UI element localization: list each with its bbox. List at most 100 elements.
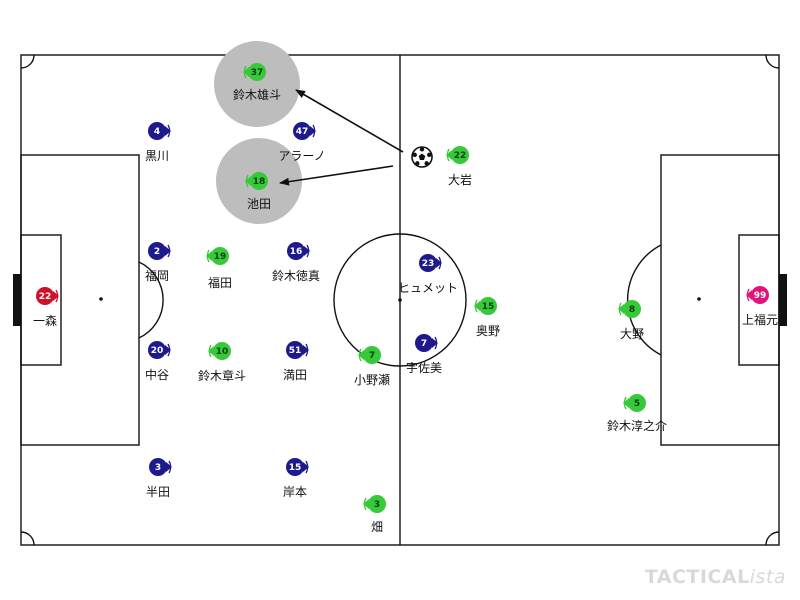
- facing-arrow: [165, 345, 171, 355]
- player-token-red: 22 一森: [33, 287, 59, 328]
- player-disc: [286, 341, 304, 359]
- player-disc: [250, 172, 268, 190]
- corner-arc-bottom-right: [765, 531, 780, 546]
- player-disc: [628, 394, 646, 412]
- right-penalty-spot: [697, 297, 701, 301]
- facing-arc: [446, 148, 450, 162]
- player-name: 中谷: [145, 367, 169, 382]
- player-number: 20: [151, 346, 164, 356]
- pass-arrow: [279, 165, 394, 186]
- player-token-blue: 20 中谷: [145, 341, 171, 382]
- player-token-blue: 3半田: [146, 458, 172, 499]
- player-name: 上福元: [742, 312, 778, 327]
- player-name: 一森: [33, 313, 57, 328]
- left-penalty-arc: [138, 261, 164, 339]
- player-token-blue: 16 鈴木徳真: [272, 242, 320, 283]
- player-disc: [286, 458, 304, 476]
- facing-arc: [168, 460, 172, 474]
- player-disc: [248, 63, 266, 81]
- player-disc: [368, 495, 386, 513]
- player-token-green: 8 大野: [618, 300, 644, 341]
- facing-arrow: [618, 304, 624, 314]
- facing-arrow: [53, 291, 59, 301]
- player-number: 4: [154, 127, 160, 137]
- corner-arc-bottom-left: [20, 531, 35, 546]
- player-number: 22: [39, 292, 52, 302]
- facing-arrow: [623, 398, 629, 408]
- facing-arrow: [245, 176, 251, 186]
- player-number: 37: [251, 68, 264, 78]
- player-name: 福岡: [145, 268, 169, 283]
- player-number: 16: [290, 247, 303, 257]
- facing-arc: [746, 288, 750, 302]
- player-number: 2: [154, 247, 160, 257]
- facing-arrow: [165, 126, 171, 136]
- facing-arc: [306, 244, 310, 258]
- player-name: 鈴木淳之介: [607, 418, 667, 433]
- player-number: 10: [216, 347, 229, 357]
- facing-arc: [438, 256, 442, 270]
- player-number: 3: [374, 500, 380, 510]
- player-number: 5: [634, 399, 640, 409]
- facing-arc: [623, 396, 627, 410]
- facing-arc: [55, 289, 59, 303]
- facing-arc: [167, 343, 171, 357]
- facing-arc: [206, 249, 210, 263]
- highlight-circle: [214, 41, 300, 127]
- center-spot: [398, 298, 402, 302]
- player-disc: [148, 341, 166, 359]
- facing-arc: [245, 174, 249, 188]
- facing-arc: [312, 124, 316, 138]
- player-name: 半田: [146, 485, 170, 499]
- player-disc: [451, 146, 469, 164]
- left-penalty-spot: [99, 297, 103, 301]
- player-token-green: 3畑: [363, 495, 386, 534]
- player-number: 7: [421, 339, 427, 349]
- player-number: 47: [296, 127, 309, 137]
- player-name: 鈴木章斗: [198, 368, 246, 383]
- facing-arrow: [746, 290, 752, 300]
- player-token-green: 5 鈴木淳之介: [607, 394, 667, 433]
- player-name: 鈴木雄斗: [233, 87, 281, 102]
- player-token-pink: 99 上福元: [742, 286, 778, 327]
- player-token-blue: 2 福岡: [145, 242, 171, 283]
- facing-arc: [358, 348, 362, 362]
- player-disc: [287, 242, 305, 260]
- player-number: 99: [754, 291, 767, 301]
- player-disc: [149, 458, 167, 476]
- player-name: 岸本: [283, 485, 307, 499]
- player-name: 大野: [620, 327, 644, 341]
- player-name: ヒュメット: [398, 281, 458, 295]
- player-disc: [623, 300, 641, 318]
- player-number: 22: [454, 151, 467, 161]
- player-number: 8: [629, 305, 635, 315]
- player-token-blue: 15 岸本: [283, 458, 309, 499]
- player-disc: [751, 286, 769, 304]
- facing-arc: [305, 343, 309, 357]
- pass-arrow: [295, 89, 404, 153]
- player-name: 鈴木徳真: [272, 268, 320, 283]
- corner-arc-top-right: [765, 54, 780, 69]
- player-disc: [479, 297, 497, 315]
- player-name: 池田: [247, 197, 271, 211]
- facing-arc: [618, 302, 622, 316]
- ball: [411, 146, 433, 168]
- player-disc: [148, 242, 166, 260]
- facing-arrow: [243, 67, 249, 77]
- watermark-main-text: TACTICAL: [644, 566, 750, 588]
- player-name: 黒川: [145, 149, 169, 163]
- facing-arc: [208, 344, 212, 358]
- facing-arc: [305, 460, 309, 474]
- facing-arrow: [165, 246, 171, 256]
- player-number: 18: [253, 177, 266, 187]
- player-number: 15: [289, 463, 302, 473]
- facing-arrow: [310, 126, 316, 136]
- facing-arc: [167, 124, 171, 138]
